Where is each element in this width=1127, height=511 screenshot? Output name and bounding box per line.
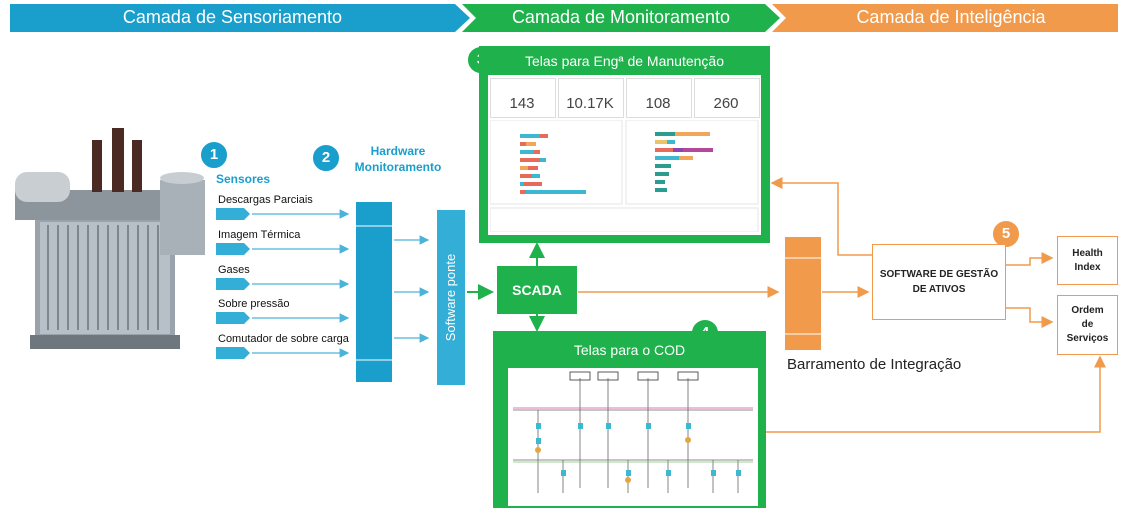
intelligence-banner	[772, 4, 1118, 32]
sensor-label-partial-discharge: Descargas Parciais	[218, 194, 313, 206]
service-orders-line2: de	[1081, 319, 1094, 330]
maintenance-screens-panel: Telas para Engª de Manutenção 143 10.17K…	[479, 46, 770, 243]
software-bridge-label: Software ponte	[443, 253, 459, 342]
kpi-card	[558, 78, 624, 118]
sensor-arrows	[252, 209, 350, 358]
service-orders-box: Ordem de Serviços	[1057, 295, 1118, 355]
kpi-value-3: 108	[645, 95, 671, 112]
scada-box: SCADA	[497, 266, 577, 314]
kpi-value-1: 143	[509, 95, 535, 112]
sensing-banner	[10, 4, 470, 32]
service-orders-line1: Ordem	[1071, 305, 1104, 316]
software-bridge-bar	[437, 210, 465, 385]
sensor-label-overpressure: Sobre pressão	[218, 298, 290, 310]
integration-bus	[785, 237, 821, 350]
asset-software-line1: SOFTWARE DE GESTÃO	[879, 269, 999, 280]
sensor-label-thermal-image: Imagem Térmica	[218, 229, 301, 241]
hardware-bar	[356, 202, 392, 382]
asset-management-software-box: SOFTWARE DE GESTÃO DE ATIVOS	[872, 244, 1006, 320]
single-line-diagram	[513, 371, 753, 493]
maintenance-screens-title: Telas para Engª de Manutenção	[525, 53, 724, 69]
health-index-line2: Index	[1074, 261, 1101, 273]
health-index-line1: Health	[1072, 247, 1103, 259]
monitoring-banner	[462, 4, 780, 32]
integration-bus-label: Barramento de Integração	[787, 356, 962, 373]
hardware-title-line2: Monitoramento	[354, 160, 442, 174]
asset-software-line2: DE ATIVOS	[912, 284, 966, 295]
badge-1: 1	[199, 140, 229, 170]
kpi-card	[694, 78, 760, 118]
cod-single-line-thumbnail	[508, 368, 758, 506]
sensing-layer-title: Camada de Sensoriamento	[122, 7, 343, 27]
dashboard-bar-charts	[490, 120, 759, 232]
sensors-title: Sensores	[216, 172, 271, 186]
cod-screens-title: Telas para o COD	[573, 342, 686, 358]
hardware-arrows	[394, 235, 430, 343]
badge-2: 2	[311, 143, 341, 173]
software-bridge: Software ponte	[437, 210, 465, 385]
sensor-label-tap-changer: Comutador de sobre carga	[218, 333, 349, 345]
intelligence-layer-title: Camada de Inteligência	[856, 7, 1046, 27]
maintenance-dashboard-thumbnail: 143 10.17K 108 260	[488, 75, 761, 235]
sensor-chevrons	[216, 208, 250, 359]
kpi-value-2: 10.17K	[566, 95, 614, 112]
monitoring-layer-title: Camada de Monitoramento	[511, 7, 731, 27]
scada-label: SCADA	[512, 282, 562, 298]
sensor-label-gases: Gases	[218, 264, 250, 276]
kpi-value-4: 260	[713, 95, 739, 112]
transformer-icon	[15, 128, 205, 349]
hardware-title: Hardware Monitoramento	[338, 143, 458, 175]
health-index-box: Health Index	[1057, 236, 1118, 285]
service-orders-line3: Serviços	[1066, 333, 1109, 344]
kpi-card	[490, 78, 556, 118]
cod-screens-panel: Telas para o COD	[493, 331, 766, 508]
hardware-title-line1: Hardware	[370, 144, 426, 158]
kpi-card	[626, 78, 692, 118]
